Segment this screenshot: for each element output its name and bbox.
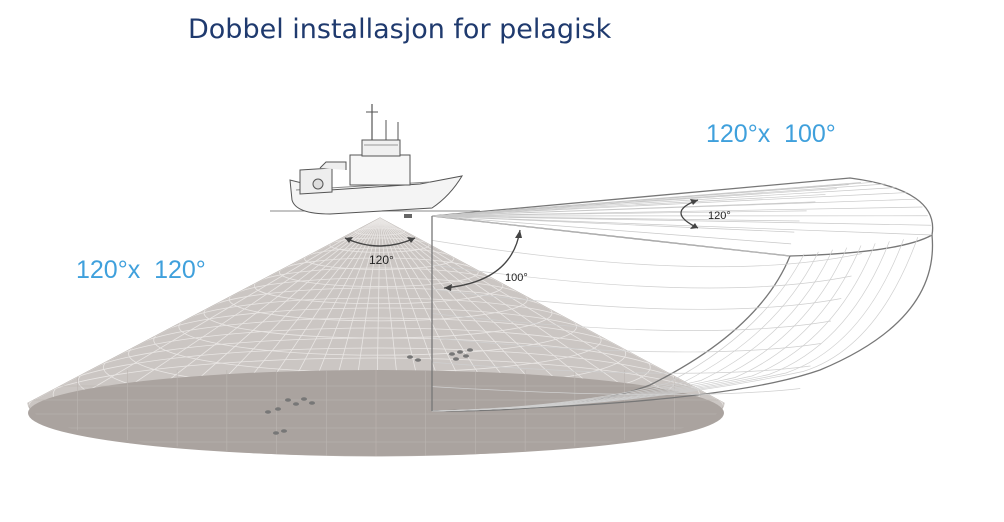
cone-angle-indicator: 120°: [344, 237, 416, 267]
fan-vertical-angle-indicator: 100°: [443, 229, 528, 291]
fan-horizontal-angle-indicator: 120°: [680, 199, 731, 229]
fishing-vessel: [289, 104, 464, 218]
left-beam-spec: 120°x 120°: [76, 256, 206, 284]
diagram-title: Dobbel installasjon for pelagisk: [188, 14, 612, 45]
right-beam-spec: 120°x 100°: [706, 120, 836, 148]
cone-beam: [27, 217, 725, 457]
fan-vertical-angle-label: 100°: [505, 272, 528, 284]
cone-angle-label: 120°: [369, 253, 394, 267]
fan-horizontal-angle-label: 120°: [708, 210, 731, 222]
fish-school-group: [265, 348, 473, 435]
